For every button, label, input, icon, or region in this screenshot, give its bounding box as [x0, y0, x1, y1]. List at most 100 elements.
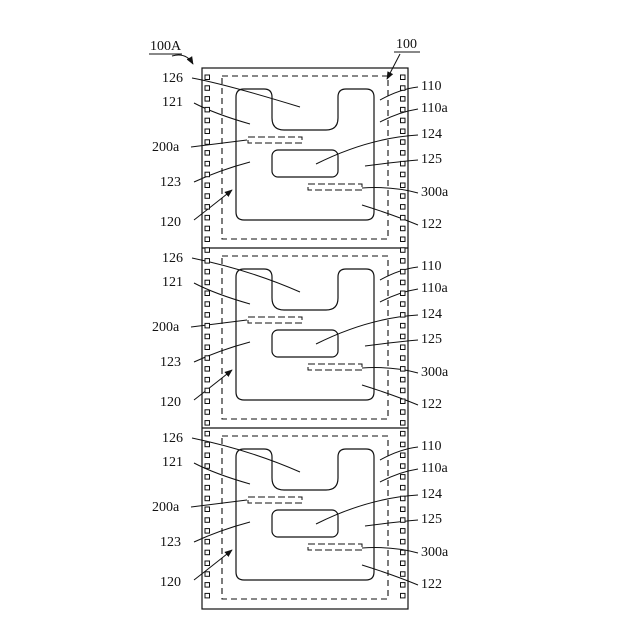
sprocket-hole [205, 518, 210, 523]
dashed-boundary [222, 76, 388, 239]
label-125-right: 125 [421, 512, 442, 527]
label-126-left: 126 [162, 251, 183, 266]
sprocket-hole [401, 561, 406, 566]
sprocket-hole [401, 194, 406, 199]
sprocket-hole [401, 431, 406, 436]
sprocket-hole [401, 215, 406, 220]
sprocket-hole [401, 151, 406, 156]
label-110a-right: 110a [421, 101, 448, 116]
label-120-left: 120 [160, 395, 181, 410]
label-124-right: 124 [421, 487, 442, 502]
leader-122 [362, 385, 418, 405]
label-200a-left: 200a [152, 500, 180, 515]
slot-200a [248, 137, 302, 143]
sprocket-hole [205, 118, 210, 123]
leader-120 [194, 370, 232, 400]
sprocket-hole [205, 464, 210, 469]
carrier-strip [202, 68, 408, 609]
sprocket-hole [401, 75, 406, 80]
label-124-right: 124 [421, 307, 442, 322]
sprocket-hole [401, 323, 406, 328]
label-121-left: 121 [162, 455, 183, 470]
sprocket-hole [401, 485, 406, 490]
sprocket-hole [205, 151, 210, 156]
label-124-right: 124 [421, 127, 442, 142]
sprocket-hole [401, 183, 406, 188]
sprocket-hole [205, 442, 210, 447]
sprocket-hole [401, 496, 406, 501]
sprocket-hole [401, 388, 406, 393]
slot-300a [308, 364, 362, 370]
sprocket-hole [401, 140, 406, 145]
sprocket-hole [205, 496, 210, 501]
leader-120 [194, 550, 232, 580]
chip-pad [272, 150, 338, 177]
sprocket-hole [205, 129, 210, 134]
dashed-boundary [222, 256, 388, 419]
label-300a-right: 300a [421, 185, 449, 200]
label-200a-left: 200a [152, 320, 180, 335]
label-121-left: 121 [162, 95, 183, 110]
sprocket-hole [401, 507, 406, 512]
sprocket-hole [205, 323, 210, 328]
sprocket-hole [205, 302, 210, 307]
label-122-right: 122 [421, 217, 442, 232]
sprocket-hole [205, 269, 210, 274]
leader-120 [194, 190, 232, 220]
label-120-left: 120 [160, 215, 181, 230]
sprocket-hole [205, 161, 210, 166]
leader-300a [362, 188, 418, 193]
sprocket-holes [205, 75, 405, 598]
sprocket-hole [401, 572, 406, 577]
chip-pad [272, 330, 338, 357]
sprocket-hole [401, 172, 406, 177]
sprocket-hole [205, 539, 210, 544]
slot-200a [248, 497, 302, 503]
sprocket-hole [401, 291, 406, 296]
leader-122 [362, 565, 418, 585]
leader-110 [380, 87, 418, 100]
sprocket-hole [205, 377, 210, 382]
sprocket-hole [205, 172, 210, 177]
sprocket-hole [401, 161, 406, 166]
sprocket-hole [205, 367, 210, 372]
sprocket-hole [205, 237, 210, 242]
label-121-left: 121 [162, 275, 183, 290]
sprocket-hole [401, 280, 406, 285]
sprocket-hole [401, 356, 406, 361]
label-122-right: 122 [421, 397, 442, 412]
dashed-boundary [222, 436, 388, 599]
sprocket-hole [205, 334, 210, 339]
sprocket-hole [401, 86, 406, 91]
label-126-left: 126 [162, 431, 183, 446]
sprocket-hole [205, 205, 210, 210]
label-125-right: 125 [421, 332, 442, 347]
sprocket-hole [205, 550, 210, 555]
sprocket-hole [205, 572, 210, 577]
sprocket-hole [205, 291, 210, 296]
label-125-right: 125 [421, 152, 442, 167]
sprocket-hole [401, 237, 406, 242]
label-100a-leader [172, 55, 193, 64]
slot-200a [248, 317, 302, 323]
antenna-trace [236, 449, 374, 580]
sprocket-hole [401, 302, 406, 307]
sprocket-hole [401, 118, 406, 123]
leader-122 [362, 205, 418, 225]
sprocket-hole [205, 259, 210, 264]
leader-300a [362, 548, 418, 553]
sprocket-hole [205, 313, 210, 318]
antenna-trace [236, 269, 374, 400]
sprocket-hole [205, 280, 210, 285]
sprocket-hole [401, 421, 406, 426]
sprocket-hole [205, 140, 210, 145]
sprocket-hole [401, 593, 406, 598]
sprocket-hole [205, 410, 210, 415]
sprocket-hole [401, 226, 406, 231]
sprocket-hole [205, 183, 210, 188]
label-120-left: 120 [160, 575, 181, 590]
leader-125 [365, 520, 418, 526]
label-110a-right: 110a [421, 461, 448, 476]
sprocket-hole [205, 561, 210, 566]
sprocket-hole [401, 259, 406, 264]
